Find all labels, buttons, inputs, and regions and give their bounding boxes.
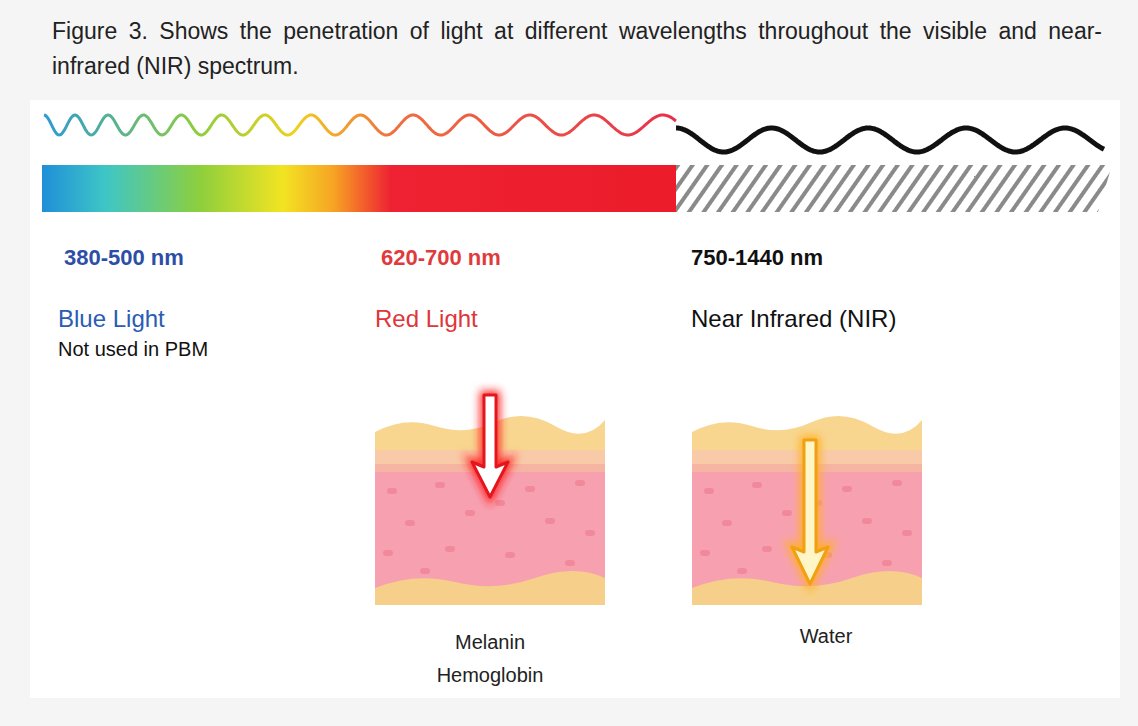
wavelength-range: 380-500 nm [64,245,184,271]
chromophore-label: Water [800,625,853,648]
wavelength-range: 620-700 nm [381,245,501,271]
band-name: Near Infrared (NIR) [691,305,896,333]
figure-caption: Figure 3. Shows the penetration of light… [52,14,1102,83]
chromophore-label: Melanin [455,631,525,654]
band-note: Not used in PBM [58,338,208,361]
band-name: Blue Light [58,305,165,333]
wavelength-range: 750-1440 nm [691,245,823,271]
chromophore-label: Hemoglobin [437,664,544,687]
band-name: Red Light [375,305,478,333]
